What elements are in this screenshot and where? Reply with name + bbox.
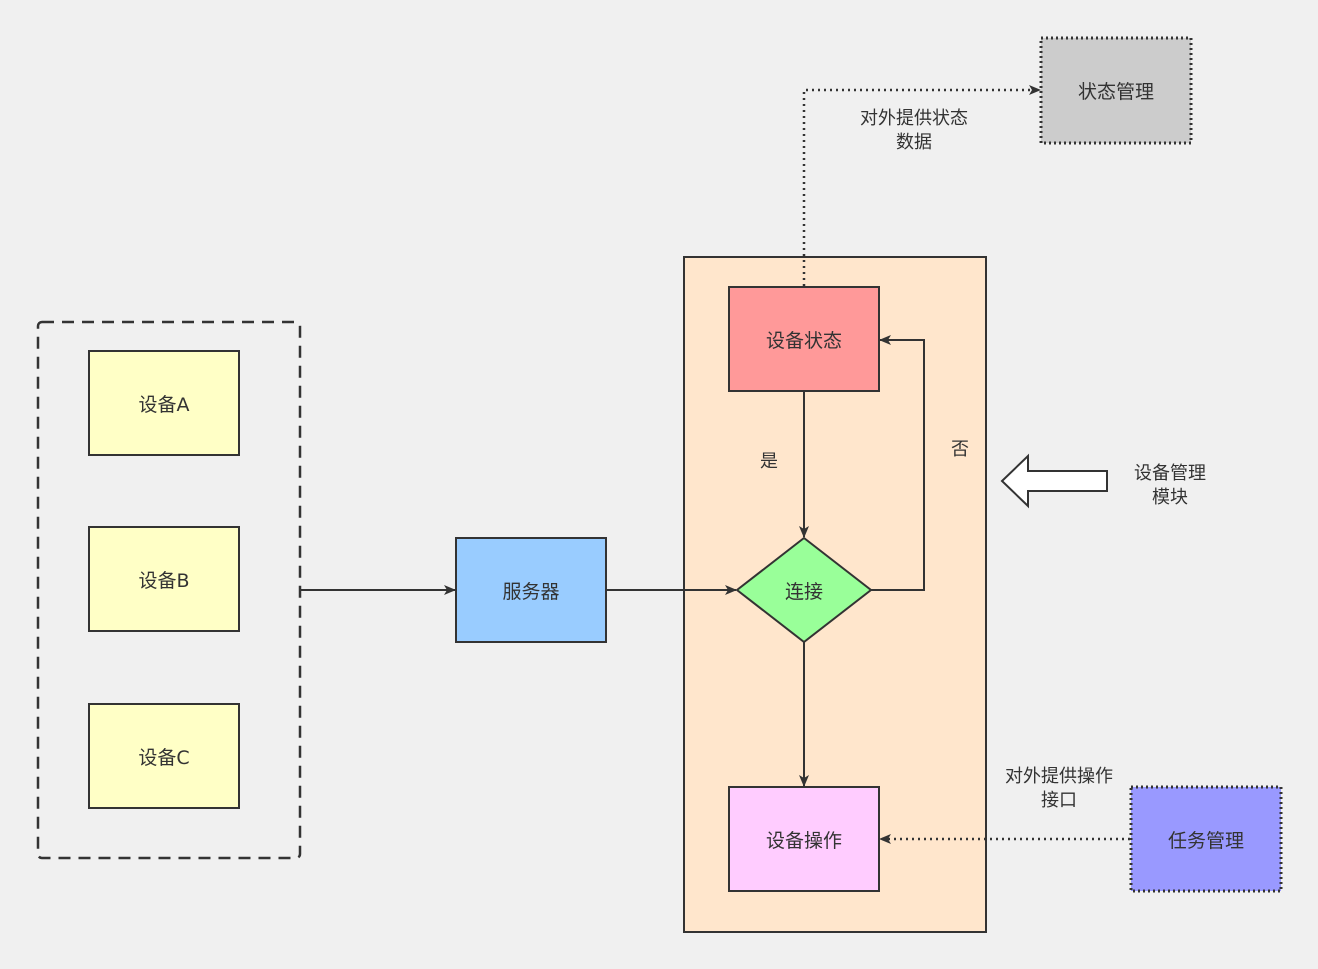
- state-edge-label: 对外提供状态 数据: [844, 107, 984, 155]
- state-management-box[interactable]: [1039, 36, 1193, 145]
- device-c[interactable]: 设备C: [88, 703, 240, 809]
- task-edge-label-line2: 接口: [1041, 790, 1077, 811]
- state-management-label: 状态管理: [1077, 81, 1154, 103]
- no-label: 否: [951, 439, 969, 460]
- state-edge-label-line2: 数据: [896, 132, 932, 153]
- module-label-line2: 模块: [1152, 487, 1188, 508]
- state-management-label-wrap: 状态管理: [1041, 38, 1191, 143]
- yes-label: 是: [760, 451, 778, 472]
- state-edge-label-line1: 对外提供状态: [860, 108, 968, 129]
- device-a-label: 设备A: [138, 393, 190, 416]
- device-operation-node[interactable]: 设备操作: [728, 786, 880, 892]
- device-b-label: 设备B: [138, 569, 190, 592]
- task-management-label-wrap: 任务管理: [1131, 787, 1281, 891]
- edge-connect-to-state: [871, 335, 925, 591]
- device-operation-label: 设备操作: [765, 829, 842, 852]
- device-state-node[interactable]: 设备状态: [728, 286, 880, 392]
- device-management-module-label: 设备管理 模块: [1120, 462, 1220, 510]
- device-a[interactable]: 设备A: [88, 350, 240, 456]
- server-node[interactable]: 服务器: [455, 537, 607, 643]
- task-management-box[interactable]: [1129, 785, 1283, 893]
- module-pointer-arrow-icon: [1000, 453, 1108, 509]
- device-c-label: 设备C: [138, 746, 190, 769]
- module-label-line1: 设备管理: [1134, 463, 1206, 484]
- device-b[interactable]: 设备B: [88, 526, 240, 632]
- task-edge-label: 对外提供操作 接口: [994, 765, 1124, 813]
- server-label: 服务器: [502, 580, 560, 603]
- connect-label: 连接: [784, 580, 823, 603]
- task-edge-label-line1: 对外提供操作: [1005, 766, 1113, 787]
- task-management-label: 任务管理: [1167, 829, 1244, 852]
- device-state-label: 设备状态: [765, 329, 842, 352]
- connect-label-wrap: 连接: [737, 570, 871, 610]
